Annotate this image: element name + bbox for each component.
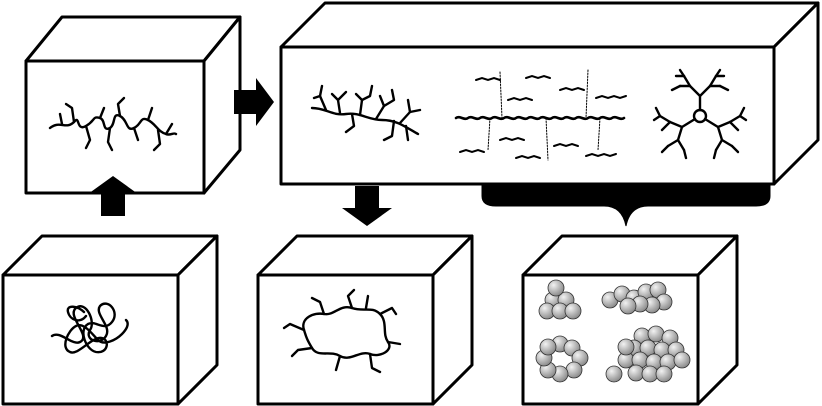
box-random-coil bbox=[3, 236, 217, 404]
box-crosslinked-loop bbox=[258, 236, 472, 404]
particle bbox=[656, 366, 672, 382]
particle bbox=[566, 362, 582, 378]
particle bbox=[648, 326, 664, 342]
particle bbox=[548, 280, 564, 296]
brace bbox=[482, 184, 770, 226]
particle bbox=[565, 303, 581, 319]
particle bbox=[674, 352, 690, 368]
box-linear-branched bbox=[26, 17, 240, 193]
particle bbox=[628, 365, 644, 381]
box-top-face bbox=[281, 3, 818, 47]
arrow-down bbox=[342, 186, 392, 226]
box-front-face bbox=[258, 275, 433, 404]
particle bbox=[606, 366, 622, 382]
box-architectures bbox=[281, 3, 818, 184]
particle bbox=[618, 339, 634, 355]
particle bbox=[620, 298, 636, 314]
particle bbox=[642, 366, 658, 382]
particle bbox=[540, 339, 556, 355]
